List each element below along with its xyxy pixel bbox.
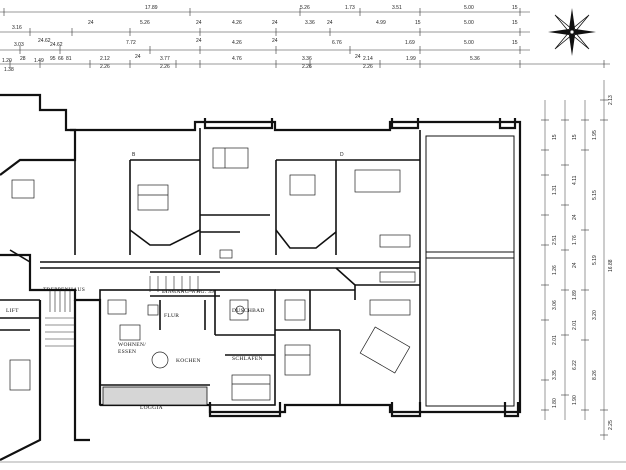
- top-dimension-labels: 17.89 5.26 3.36 3.51 1.73 5.00 15 3.16 2…: [2, 5, 518, 73]
- room-label-loggia: LOGGIA: [140, 405, 163, 411]
- dim-label: 15: [512, 5, 518, 11]
- room-label-kochen: KOCHEN: [176, 358, 201, 364]
- dim-label: 1.99: [406, 56, 416, 62]
- dim-label: 1.49: [34, 58, 44, 64]
- dim-label: 24: [327, 20, 333, 26]
- dim-label: 95: [50, 56, 56, 62]
- dim-label: 24: [272, 38, 278, 44]
- dim-label: 3.77: [160, 56, 170, 62]
- room-label-eingang: EINGANG WHG. 39: [162, 289, 215, 295]
- dim-label: 3.35: [552, 370, 558, 380]
- dim-label: 81: [66, 56, 72, 62]
- dim-label: 5.00: [464, 20, 474, 26]
- room-label-wohnen: WOHNEN/: [118, 342, 147, 348]
- dim-label: 1.76: [572, 235, 578, 245]
- dim-label: 7.72: [126, 40, 136, 46]
- dim-label: 24: [135, 54, 141, 60]
- dim-label: 5.00: [464, 40, 474, 46]
- room-label-schlafen: SCHLAFEN: [232, 356, 263, 362]
- dim-label: 3.36: [302, 56, 312, 62]
- room-label-essen: ESSEN: [118, 349, 137, 355]
- dim-label: 3.51: [392, 5, 402, 11]
- dim-label: 66: [58, 56, 64, 62]
- dim-label: 2.25: [608, 420, 614, 430]
- dim-label: 1.38: [4, 67, 14, 73]
- dim-label: 2.26: [160, 64, 170, 70]
- loggia-area: [102, 386, 208, 406]
- dim-label: 2.01: [572, 320, 578, 330]
- stairs: [45, 276, 199, 347]
- dim-label: 4.26: [232, 20, 242, 26]
- furniture: [9, 147, 416, 401]
- dim-label: 8.26: [592, 370, 598, 380]
- dim-label: 24: [272, 20, 278, 26]
- dim-label: 1.26: [552, 265, 558, 275]
- dim-label: 2.26: [100, 64, 110, 70]
- dim-label: 24: [196, 38, 202, 44]
- dim-label: 4.26: [232, 40, 242, 46]
- dim-label: 2.14: [363, 56, 373, 62]
- dim-label: 6.22: [572, 360, 578, 370]
- dim-label: 3.03: [14, 42, 24, 48]
- dim-label: 15: [415, 20, 421, 26]
- dim-label: 4.99: [376, 20, 386, 26]
- right-dimension-chains: [541, 80, 608, 440]
- room-label-duschbad: DUSCHBAD: [232, 308, 265, 314]
- dim-label: 4.11: [572, 175, 578, 185]
- dim-label: 5.19: [592, 255, 598, 265]
- dim-label: 16.88: [608, 259, 614, 272]
- dim-label: 24: [572, 262, 578, 268]
- dim-label: 24: [196, 20, 202, 26]
- dim-label: 24: [572, 214, 578, 220]
- dim-label: 24: [88, 20, 94, 26]
- dim-label: 2.12: [100, 56, 110, 62]
- dim-label: 3.06: [552, 300, 558, 310]
- dim-label: 24: [355, 54, 361, 60]
- dim-label: 17.89: [145, 5, 158, 11]
- dim-label: 5.26: [140, 20, 150, 26]
- dim-label: 28: [20, 56, 26, 62]
- dim-label: 24.62: [50, 42, 63, 48]
- dim-label: 15: [572, 134, 578, 140]
- dim-label: 15: [552, 134, 558, 140]
- dim-label: 24.62: [38, 38, 51, 44]
- dim-label: 6.76: [332, 40, 342, 46]
- dim-label: 3.36: [305, 20, 315, 26]
- interior-walls: [0, 128, 421, 410]
- room-label-treppenhaus: TREPPENHAUS: [43, 287, 86, 293]
- dim-label: 4.76: [232, 56, 242, 62]
- terrace-area: [425, 135, 515, 407]
- dim-label: 2.51: [552, 235, 558, 245]
- room-label-lift: LIFT: [6, 308, 19, 314]
- dim-label: 3.16: [12, 25, 22, 31]
- dim-label: 1.20: [2, 58, 12, 64]
- dim-label: 15: [512, 40, 518, 46]
- dim-label: 3.20: [592, 310, 598, 320]
- right-dimension-labels: 2.13 16.88 2.25 1.95 5.15 5.19 3.20 8.26…: [552, 95, 614, 430]
- dim-label: 1.73: [345, 5, 355, 11]
- dim-label: 5.36: [470, 56, 480, 62]
- dim-label: 5.15: [592, 190, 598, 200]
- dim-label: 1.90: [572, 395, 578, 405]
- dim-label: 2.13: [608, 95, 614, 105]
- section-mark: D: [340, 152, 344, 158]
- dim-label: 1.69: [405, 40, 415, 46]
- dim-label: 1.95: [592, 130, 598, 140]
- section-mark: B: [132, 152, 136, 158]
- dim-label: 5.26: [300, 5, 310, 11]
- dim-label: 1.80: [552, 398, 558, 408]
- dim-label: 2.01: [552, 335, 558, 345]
- dim-label: 1.89: [572, 290, 578, 300]
- dim-label: 2.26: [363, 64, 373, 70]
- compass-rose-icon: [548, 8, 596, 56]
- dim-label: 1.31: [552, 185, 558, 195]
- room-label-flur: FLUR: [164, 313, 180, 319]
- dim-label: 5.00: [464, 5, 474, 11]
- top-dimension-chains: [0, 8, 610, 68]
- dim-label: 15: [512, 20, 518, 26]
- dim-label: 2.26: [302, 64, 312, 70]
